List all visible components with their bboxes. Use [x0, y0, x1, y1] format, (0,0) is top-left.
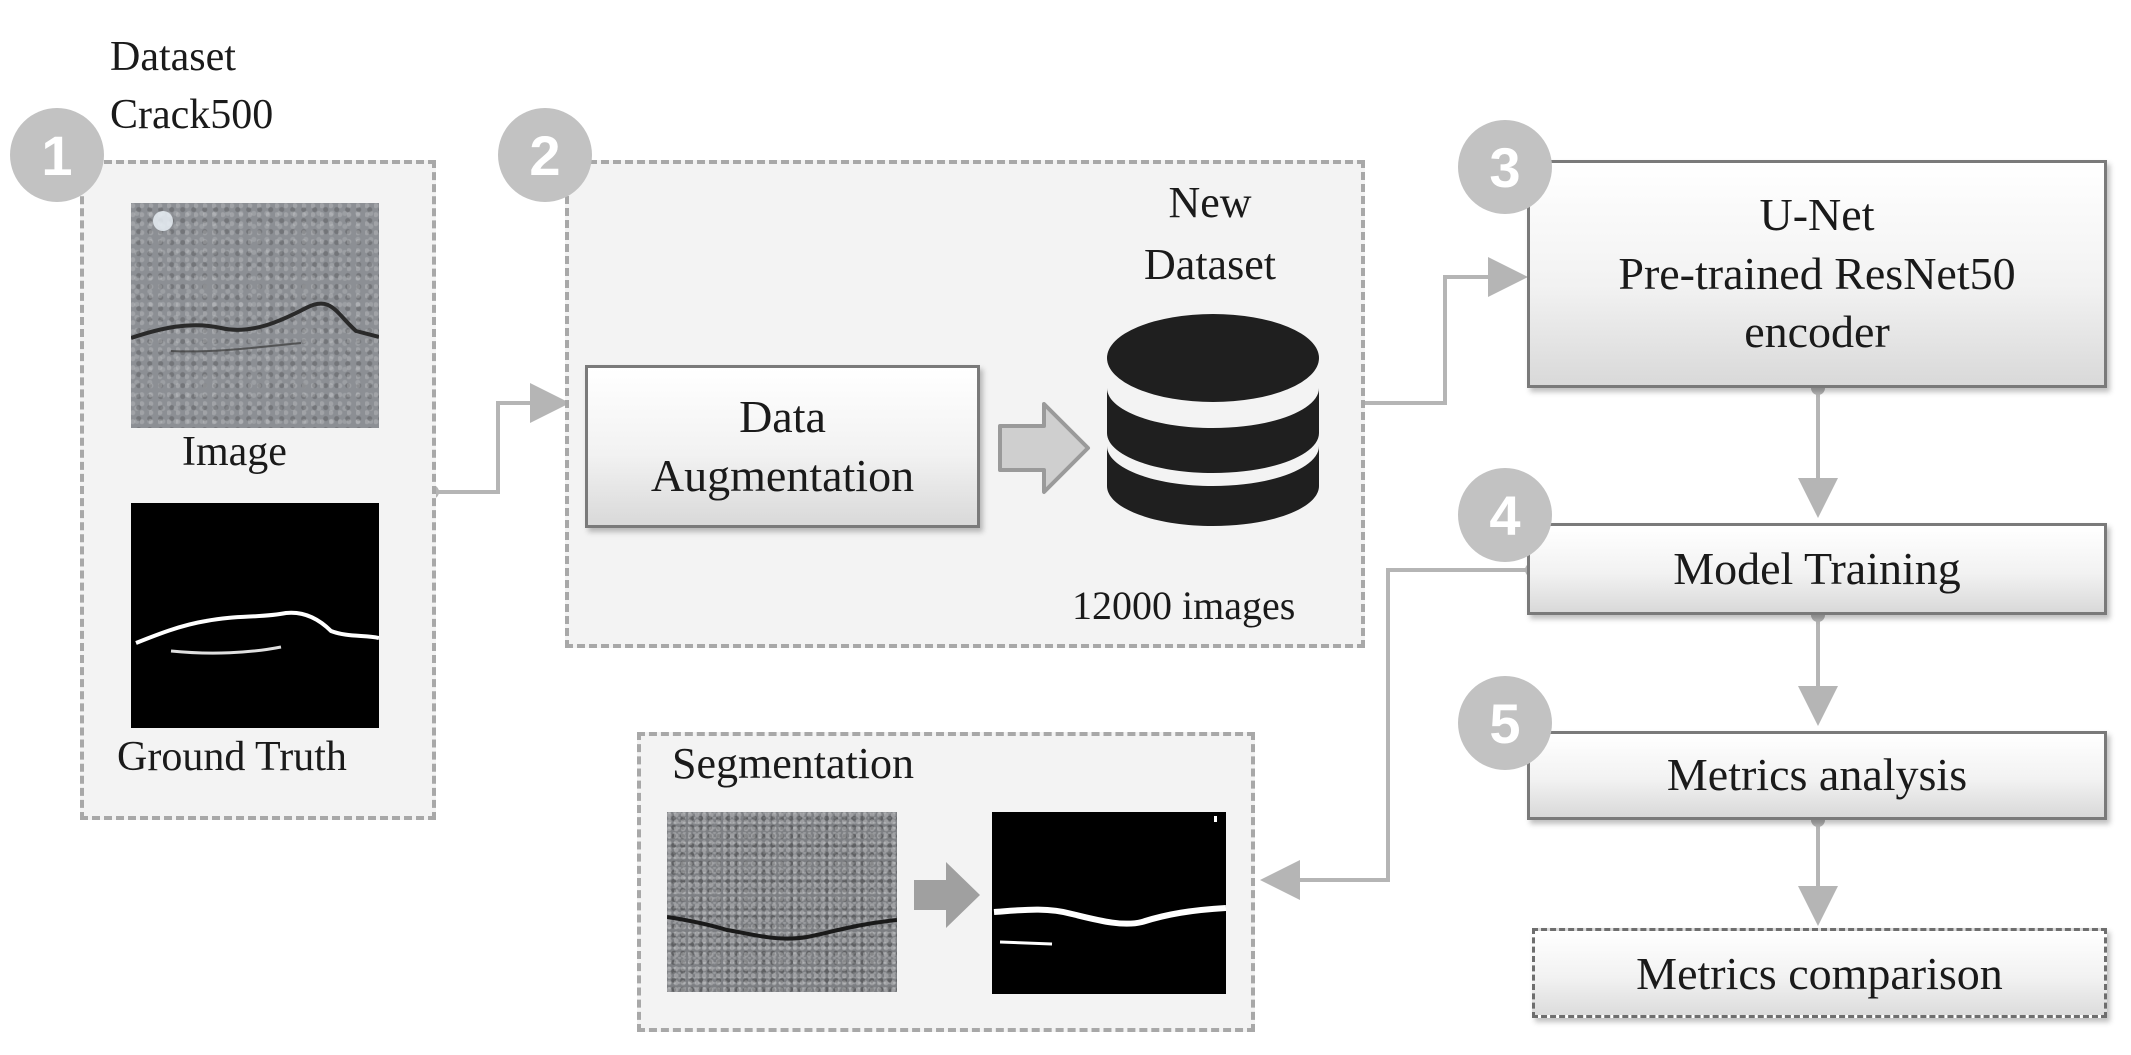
database-icon	[1107, 314, 1319, 526]
connector-unet-to-training	[1798, 381, 1838, 518]
image-label: Image	[182, 429, 287, 475]
ground-truth-label: Ground Truth	[117, 734, 347, 780]
image-count-label: 12000 images	[1072, 583, 1296, 628]
metrics-analysis-box: Metrics analysis	[1527, 731, 2107, 820]
crack-line-image	[131, 211, 379, 353]
step-badge-4: 4	[1458, 468, 1552, 562]
metrics-comparison-label: Metrics comparison	[1636, 947, 2003, 999]
unet-line1: U-Net	[1759, 188, 1875, 240]
new-dataset-label: New Dataset	[1120, 172, 1300, 296]
segmentation-arrow-icon	[914, 862, 980, 928]
crack-image-thumbnail	[131, 203, 379, 428]
segmentation-input-crack	[667, 915, 897, 941]
segmentation-input-thumbnail	[667, 812, 897, 992]
connector-training-to-metrics	[1798, 608, 1838, 726]
model-training-label: Model Training	[1673, 542, 1961, 594]
metrics-analysis-label: Metrics analysis	[1666, 749, 1968, 801]
dataset-title-line2: Crack500	[110, 92, 274, 138]
data-augmentation-box: Data Augmentation	[585, 365, 980, 528]
block-arrow-icon	[998, 402, 1090, 494]
connector-dataset-to-augmentation	[425, 383, 570, 499]
connector-metrics-to-comparison	[1798, 813, 1838, 926]
step-badge-2: 2	[498, 108, 592, 202]
step-badge-3: 3	[1458, 120, 1552, 214]
metrics-comparison-box: Metrics comparison	[1532, 928, 2107, 1018]
ground-truth-thumbnail	[131, 503, 379, 728]
data-augmentation-line1: Data	[739, 390, 826, 442]
data-augmentation-line2: Augmentation	[650, 449, 915, 501]
ground-truth-mask	[135, 610, 379, 655]
model-training-box: Model Training	[1527, 523, 2107, 615]
step-badge-1: 1	[10, 108, 104, 202]
segmentation-title: Segmentation	[672, 739, 914, 788]
unet-line3: encoder	[1744, 306, 1890, 358]
segmentation-output-mask	[993, 816, 1226, 946]
dataset-title: Dataset Crack500	[110, 28, 273, 144]
new-dataset-line1: New	[1168, 178, 1252, 227]
unet-model-box: U-Net Pre-trained ResNet50 encoder	[1527, 160, 2107, 388]
dataset-title-line1: Dataset	[110, 34, 236, 80]
step-badge-5: 5	[1458, 676, 1552, 770]
segmentation-output-thumbnail	[992, 812, 1226, 994]
connector-database-to-unet	[1351, 257, 1528, 410]
new-dataset-line2: Dataset	[1144, 240, 1276, 289]
unet-line2: Pre-trained ResNet50	[1618, 247, 2016, 299]
